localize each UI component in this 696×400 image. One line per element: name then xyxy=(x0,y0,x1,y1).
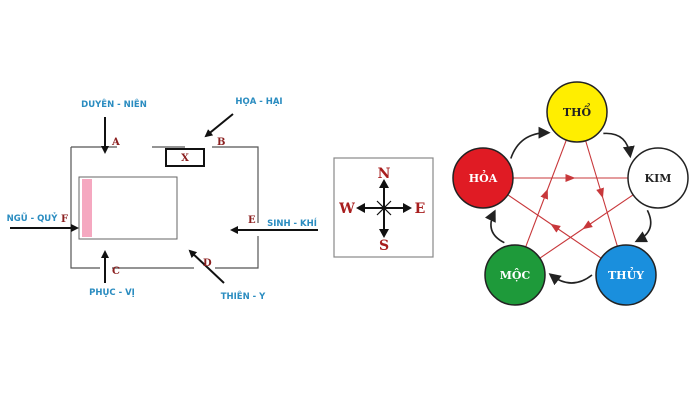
generating-arrow-kim xyxy=(634,209,652,243)
controlling-arrow-moc xyxy=(525,139,567,248)
direction-letter-b: B xyxy=(217,137,225,148)
five-elements-cycle: THỔ KIM THỦY MỘC HỎA xyxy=(452,81,689,306)
arrow-b xyxy=(204,113,234,138)
element-node-tho: THỔ xyxy=(546,81,608,143)
compass-arrowhead-east xyxy=(403,203,412,213)
compass-south-label: S xyxy=(379,238,389,254)
direction-name-f: NGŨ - QUỶ xyxy=(7,212,59,224)
generating-arrow-thuy xyxy=(548,273,593,286)
element-node-moc: MỘC xyxy=(484,244,546,306)
element-circle xyxy=(484,244,546,306)
direction-letter-c: C xyxy=(112,266,120,277)
floor-plan-diagram: X A B C D E F DUYÊN - NIÊN HỌA - HẠI PHỤ… xyxy=(7,97,318,302)
direction-name-a: DUYÊN - NIÊN xyxy=(81,98,147,110)
compass-center-ticks xyxy=(376,200,392,216)
direction-name-d: THIÊN - Y xyxy=(221,290,266,302)
element-circle xyxy=(595,244,657,306)
controlling-arrow-kim xyxy=(539,194,634,259)
direction-letter-f: F xyxy=(61,214,68,225)
compass-east-label: E xyxy=(415,201,426,217)
controlling-arrow-thuy xyxy=(507,194,602,259)
generating-cycle-arrows xyxy=(484,126,652,286)
controlling-cycle-arrows xyxy=(507,139,634,259)
element-nodes: THỔ KIM THỦY MỘC HỎA xyxy=(452,81,689,306)
element-node-hoa: HỎA xyxy=(452,147,514,209)
element-label: THỔ xyxy=(563,103,592,119)
compass-arrowhead-north xyxy=(379,179,389,188)
compass-north-label: N xyxy=(378,166,391,182)
compass-box: N S W E xyxy=(333,157,434,258)
inner-room xyxy=(78,176,178,240)
generating-arrow-moc xyxy=(484,209,505,244)
door-strip xyxy=(82,179,92,237)
direction-letter-a: A xyxy=(111,137,120,148)
compass-west-label: W xyxy=(338,201,355,217)
x-mark: X xyxy=(181,153,189,164)
direction-name-b: HỌA - HẠI xyxy=(235,97,282,107)
compass-arrowhead-south xyxy=(379,229,389,238)
arrow-d xyxy=(188,249,225,284)
compass-arrowhead-west xyxy=(356,203,365,213)
element-label: HỎA xyxy=(469,170,498,185)
direction-letter-d: D xyxy=(203,258,212,269)
element-label: KIM xyxy=(645,172,672,185)
element-circle xyxy=(452,147,514,209)
direction-letter-e: E xyxy=(248,215,256,226)
direction-name-e: SINH - KHÍ xyxy=(267,217,317,229)
controlling-arrow-tho xyxy=(585,140,618,247)
element-node-kim: KIM xyxy=(627,147,689,209)
generating-arrow-hoa xyxy=(510,126,551,159)
element-node-thuy: THỦY xyxy=(595,244,657,306)
element-label: MỘC xyxy=(500,267,531,282)
house-outline xyxy=(70,146,259,269)
direction-name-c: PHỤC - VỊ xyxy=(89,288,135,298)
element-label: THỦY xyxy=(608,267,644,282)
generating-arrow-tho xyxy=(603,132,635,159)
element-circle xyxy=(546,81,608,143)
x-box xyxy=(165,148,205,167)
element-circle xyxy=(627,147,689,209)
